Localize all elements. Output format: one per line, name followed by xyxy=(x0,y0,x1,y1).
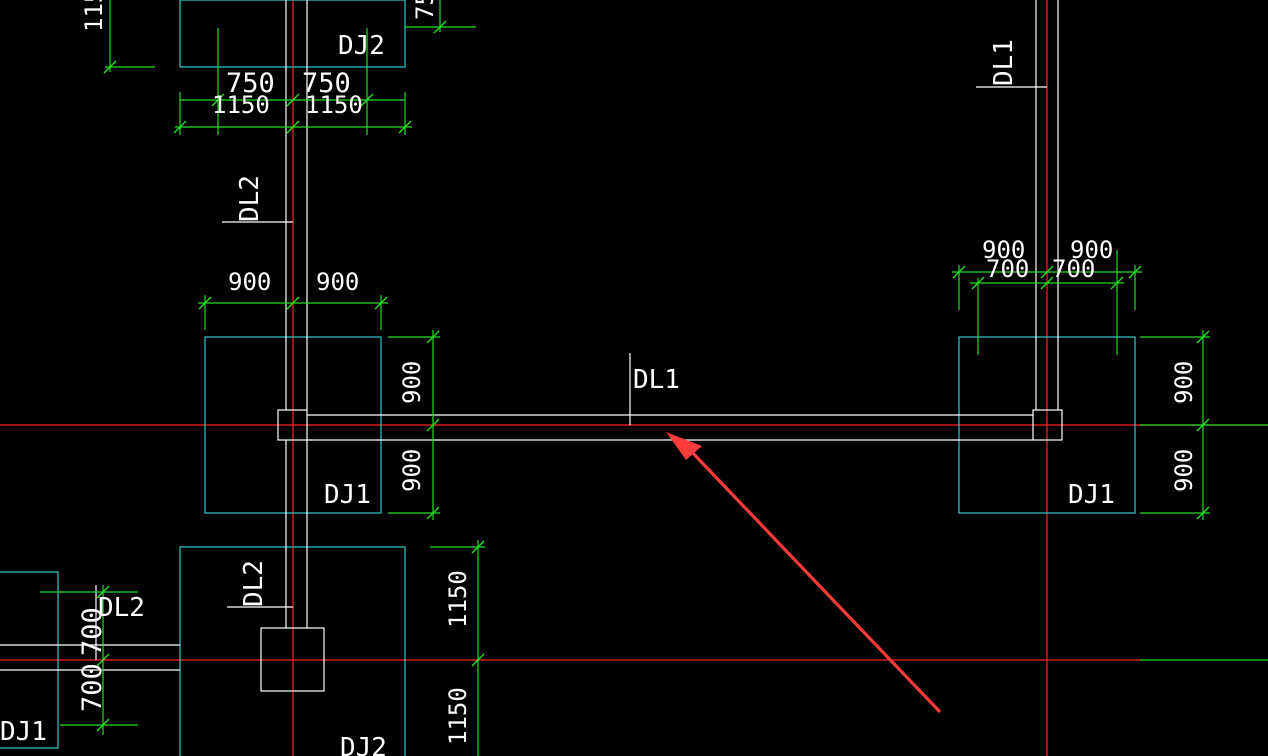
dim-bl-h1: 700 xyxy=(77,607,108,656)
dim-left-w2: 900 xyxy=(316,268,359,296)
dim-right-h1: 900 xyxy=(1170,361,1198,404)
column-bottom xyxy=(260,627,325,692)
footing-dj1-bottom-left xyxy=(0,571,59,749)
dim-left-h2: 900 xyxy=(398,449,426,492)
dim-left-h1: 900 xyxy=(398,361,426,404)
dim-bl-h2: 700 xyxy=(77,663,108,712)
dim-top-right-cut: 750 xyxy=(411,0,439,20)
label-dj1-bottom-left: DJ1 xyxy=(0,717,47,747)
dim-right-w2: 900 xyxy=(1070,236,1113,264)
dim-bottom-h1: 1150 xyxy=(444,570,472,628)
dim-right-w1: 900 xyxy=(982,236,1025,264)
footings xyxy=(0,0,1136,756)
label-dl1-center: DL1 xyxy=(633,365,680,395)
dim-right-h2: 900 xyxy=(1170,449,1198,492)
label-dj1-left: DJ1 xyxy=(324,480,371,510)
red-arrow-icon xyxy=(666,432,942,714)
dim-top-left-cut: 1150 xyxy=(80,0,108,32)
dim-right-w3: 700 xyxy=(986,255,1029,283)
label-dj1-right: DJ1 xyxy=(1068,480,1115,510)
label-dl2-lower: DL2 xyxy=(239,560,269,607)
dimension-labels: 750 750 1150 1150 1150 750 900 900 900 9… xyxy=(77,0,1198,745)
column-right xyxy=(1032,409,1063,441)
dim-top-1150-b: 1150 xyxy=(305,91,363,119)
dim-left-w1: 900 xyxy=(228,268,271,296)
label-dl2-upper: DL2 xyxy=(235,175,265,222)
dim-top-750-b: 750 xyxy=(302,68,351,99)
footing-dj2-top xyxy=(179,0,406,68)
beams xyxy=(0,0,1063,692)
column-left xyxy=(277,409,308,441)
dim-top-750-a: 750 xyxy=(226,68,275,99)
label-dj2-top: DJ2 xyxy=(338,31,385,61)
dim-bottom-h2: 1150 xyxy=(444,687,472,745)
dim-top-1150-a: 1150 xyxy=(212,91,270,119)
label-dl2-left: DL2 xyxy=(98,593,145,623)
label-dl1-right: DL1 xyxy=(989,39,1019,86)
dimension-ticks xyxy=(96,20,1210,732)
footing-dj2-bottom xyxy=(179,546,406,756)
member-labels: DL1 DL2 DL1 DL2 DL2 DJ2 DJ1 DJ1 DJ2 DJ1 xyxy=(0,31,1115,756)
footing-dj1-left xyxy=(204,336,382,514)
dim-right-w4: 700 xyxy=(1052,255,1095,283)
label-dj2-bottom: DJ2 xyxy=(340,733,387,756)
footing-dj1-right xyxy=(958,336,1136,514)
